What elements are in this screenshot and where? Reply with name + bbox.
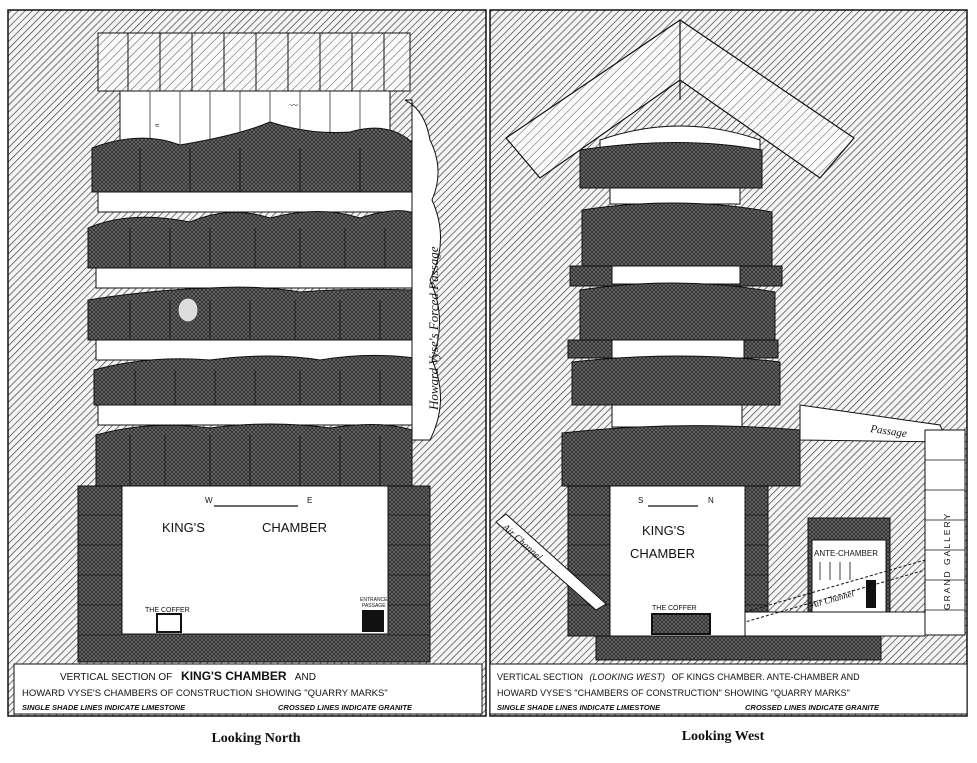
left-top-blocks xyxy=(97,32,411,92)
quarry-mark: ≈ xyxy=(155,121,160,130)
right-relieving-chamber-4 xyxy=(611,265,741,285)
antechamber-label: ANTE-CHAMBER xyxy=(814,549,878,558)
left-room-label-1: KING'S xyxy=(162,520,205,535)
right-granite-layer-3 xyxy=(579,282,776,341)
forced-passage xyxy=(404,99,441,441)
left-granite-joints xyxy=(129,148,386,486)
right-relieving-chamber-3 xyxy=(611,339,745,359)
right-caption-box xyxy=(489,663,968,715)
left-granite-ceiling-layer xyxy=(95,423,413,487)
right-room-label-2: CHAMBER xyxy=(630,546,695,561)
right-floor-course xyxy=(595,635,882,661)
grand-gallery-label: GRAND GALLERY xyxy=(942,512,952,610)
left-view-title: Looking North xyxy=(211,731,300,746)
antechamber-portcullis xyxy=(866,580,876,608)
right-view-title: Looking West xyxy=(682,729,765,744)
right-relieving-chamber-5 xyxy=(609,187,741,205)
right-panel: Passage GRAND GALLERY S N KING'S CHAMBER… xyxy=(489,9,968,717)
forced-passage-label: Howard Vyse's Forced Passage xyxy=(426,246,441,411)
right-caption-line2: HOWARD VYSE'S "CHAMBERS OF CONSTRUCTION"… xyxy=(497,688,850,698)
right-kings-chamber xyxy=(609,485,746,637)
left-caption-box xyxy=(13,663,483,715)
right-granite-layer-2 xyxy=(581,202,773,269)
left-coffer xyxy=(156,613,182,633)
left-kings-chamber xyxy=(121,485,389,635)
left-granite-layer-2 xyxy=(87,210,419,269)
entrance-label-2: PASSAGE xyxy=(362,603,386,609)
left-granite-layer-4 xyxy=(93,354,415,406)
left-relieving-chamber-4 xyxy=(97,191,417,213)
right-room-label-1: KING'S xyxy=(642,523,685,538)
entrance-label-1: ENTRANCE xyxy=(360,597,388,603)
connecting-passage xyxy=(744,611,926,637)
right-granite-ceiling xyxy=(561,425,801,487)
right-caption-line3a: SINGLE SHADE LINES INDICATE LIMESTONE xyxy=(497,703,661,712)
left-panel: ≈ 〰 Howard Vyse's Forced Passage xyxy=(7,9,487,717)
left-granite-layer-1 xyxy=(91,121,416,193)
right-caption-line3b: CROSSED LINES INDICATE GRANITE xyxy=(745,703,880,712)
right-coffer xyxy=(651,613,711,635)
left-relieving-chamber-1 xyxy=(97,404,413,426)
left-wall-joints xyxy=(78,514,430,636)
grand-gallery xyxy=(924,429,966,636)
right-coffer-label: THE COFFER xyxy=(652,605,697,612)
north-air-channel xyxy=(744,559,926,623)
entrance-passage xyxy=(362,610,384,632)
passage-label: Passage xyxy=(869,423,908,440)
compass-n: N xyxy=(708,496,714,505)
right-granite-layer-4 xyxy=(571,355,781,406)
compass-w: W xyxy=(205,496,213,505)
compass-s: S xyxy=(638,496,643,505)
left-caption-line2: HOWARD VYSE'S CHAMBERS OF CONSTRUCTION S… xyxy=(22,688,388,699)
left-relieving-chamber-3 xyxy=(95,267,415,289)
left-coffer-label: THE COFFER xyxy=(145,607,190,614)
left-caption-line3b: CROSSED LINES INDICATE GRANITE xyxy=(278,703,413,712)
left-caption-line3a: SINGLE SHADE LINES INDICATE LIMESTONE xyxy=(22,703,186,712)
right-granite-layer-1 xyxy=(579,142,763,189)
compass-e: E xyxy=(307,496,312,505)
left-caption-line1: VERTICAL SECTION OF KING'S CHAMBER AND xyxy=(60,669,316,683)
left-granite-light-spot xyxy=(177,297,199,323)
right-relieving-chamber-1 xyxy=(611,404,743,428)
quarry-mark: 〰 xyxy=(290,101,298,110)
left-room-label-2: CHAMBER xyxy=(262,520,327,535)
right-caption-line1: VERTICAL SECTION (LOOKING WEST) OF KINGS… xyxy=(497,672,860,682)
south-air-channel xyxy=(495,513,607,611)
